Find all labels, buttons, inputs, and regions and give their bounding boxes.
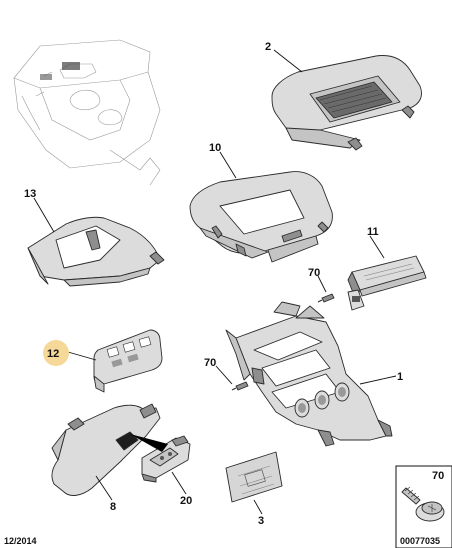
reference-number: 00077035 xyxy=(400,536,440,546)
screw-icon xyxy=(401,486,445,522)
diagram-date: 12/2014 xyxy=(4,536,37,546)
part-11-display-unit xyxy=(347,255,427,311)
part-3-badge xyxy=(225,451,283,503)
callout-70-upper: 70 xyxy=(308,267,320,279)
callout-70-left: 70 xyxy=(204,357,216,369)
callout-10: 10 xyxy=(209,142,221,154)
part-2-display-housing xyxy=(271,55,422,151)
part-12-switch-panel xyxy=(93,329,163,393)
inset-callout-70: 70 xyxy=(432,470,444,482)
inset-box: 70 00077035 xyxy=(395,465,452,548)
part-10-bezel-frame xyxy=(189,171,333,263)
part-13-trim-panel xyxy=(27,216,165,287)
leader-lines xyxy=(33,49,397,515)
callout-12: 12 xyxy=(47,348,59,360)
part-8-lower-trim xyxy=(51,403,161,496)
callout-3: 3 xyxy=(258,515,264,527)
screw-70-left xyxy=(231,381,249,391)
screw-70-upper xyxy=(317,293,335,303)
callout-2: 2 xyxy=(265,41,271,53)
part-20-switch-module xyxy=(141,435,191,483)
assembly-pointer xyxy=(130,434,168,452)
part-1-console-frame xyxy=(225,301,393,447)
callout-11: 11 xyxy=(367,226,379,238)
dashboard-overview-icon xyxy=(13,39,161,186)
callout-1: 1 xyxy=(397,371,403,383)
callout-12-highlight xyxy=(43,340,69,366)
callout-8: 8 xyxy=(110,501,116,513)
callout-20: 20 xyxy=(180,495,192,507)
callout-13: 13 xyxy=(24,188,36,200)
